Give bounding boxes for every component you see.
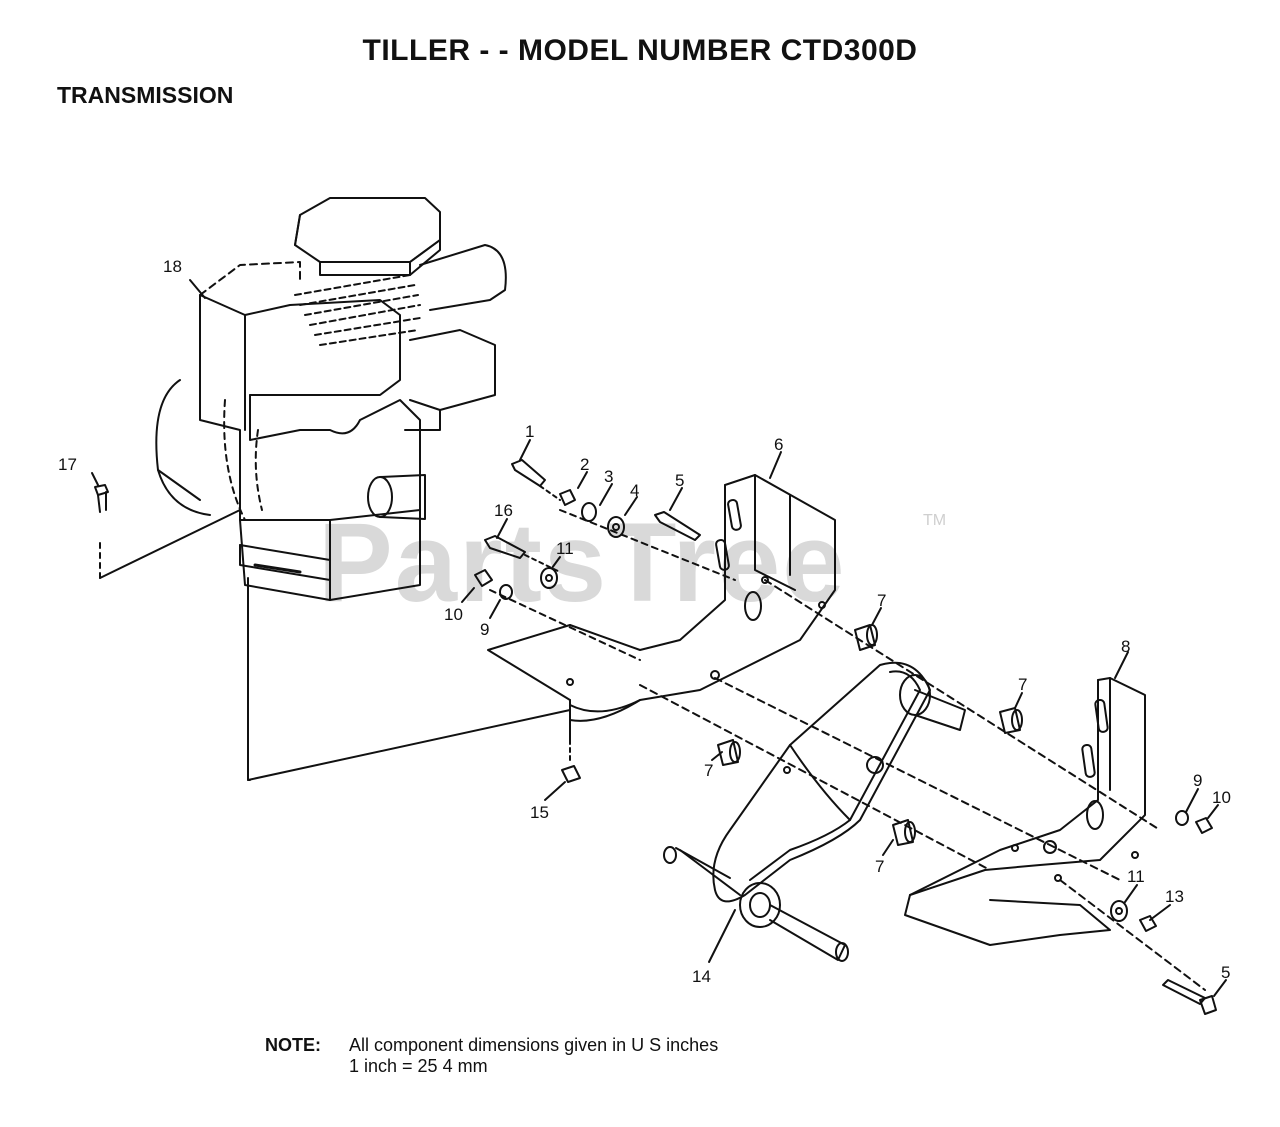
- bracket-right-drawing: [904, 677, 1146, 946]
- callout-10-left: 10: [444, 605, 463, 624]
- callout-14: 14: [692, 967, 711, 986]
- callout-7-a: 7: [877, 591, 886, 610]
- callout-5-bottom: 5: [1221, 963, 1230, 982]
- callout-3: 3: [604, 467, 613, 486]
- callout-10-right: 10: [1212, 788, 1231, 807]
- callout-9-left: 9: [480, 620, 489, 639]
- callout-7-c: 7: [704, 761, 713, 780]
- watermark-tm: TM: [923, 512, 947, 529]
- callout-1: 1: [525, 422, 534, 441]
- bracket-left-drawing: [487, 474, 836, 722]
- engine-drawing: [155, 197, 507, 601]
- callout-8: 8: [1121, 637, 1130, 656]
- watermark: PartsTree: [318, 500, 847, 625]
- callout-9-right: 9: [1193, 771, 1202, 790]
- note-line-2: 1 inch = 25 4 mm: [349, 1056, 488, 1076]
- callout-17: 17: [58, 455, 77, 474]
- callout-5-top: 5: [675, 471, 684, 490]
- callout-13: 13: [1165, 887, 1184, 906]
- callout-11-left: 11: [556, 539, 574, 558]
- page-title: TILLER - - MODEL NUMBER CTD300D: [362, 34, 918, 67]
- callout-16: 16: [494, 501, 513, 520]
- note-line-1: All component dimensions given in U S in…: [349, 1035, 719, 1055]
- dimensions-note: NOTE: All component dimensions given in U…: [265, 1035, 718, 1077]
- callout-15: 15: [530, 803, 549, 822]
- note-label: NOTE:: [265, 1035, 321, 1055]
- callout-6: 6: [774, 435, 783, 454]
- callout-18: 18: [163, 257, 182, 276]
- callout-4: 4: [630, 481, 639, 500]
- callout-11-right: 11: [1127, 867, 1145, 886]
- note-body: All component dimensions given in U S in…: [349, 1035, 718, 1077]
- chain-case-drawing: [663, 661, 966, 962]
- callout-7-b: 7: [1018, 675, 1027, 694]
- callout-7-d: 7: [875, 857, 884, 876]
- section-title: TRANSMISSION: [57, 82, 234, 108]
- callout-2: 2: [580, 455, 589, 474]
